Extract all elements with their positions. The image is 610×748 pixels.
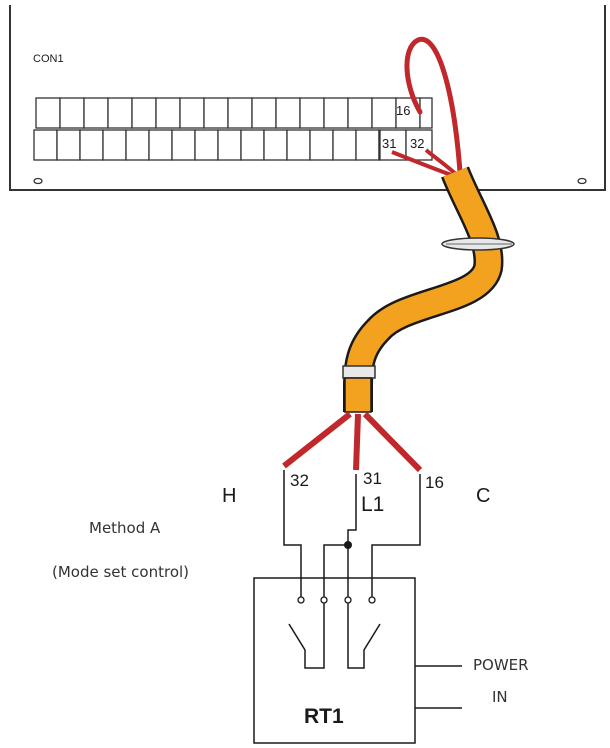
terminal-cell [131, 97, 157, 129]
terminal-cell [347, 97, 373, 129]
terminal-block [33, 97, 433, 161]
terminal-cell [171, 129, 196, 161]
terminal-cell [275, 97, 301, 129]
junction-dot [344, 541, 352, 549]
terminal-cell [355, 129, 380, 161]
terminal-cell [227, 97, 253, 129]
terminal-cell [102, 129, 127, 161]
rt1-terminal-4 [368, 596, 376, 604]
terminal-cell [79, 129, 104, 161]
rt1-box [253, 577, 416, 744]
power-in-label-2: IN [492, 688, 508, 706]
terminal-cell [251, 97, 277, 129]
switch-heat [288, 603, 325, 669]
red-jumper-loop [404, 36, 463, 175]
wire-16-label: 16 [425, 473, 444, 492]
wire-32-to-rt1 [283, 470, 302, 597]
orange-cable [345, 167, 501, 412]
panel-screw-right [577, 177, 587, 185]
terminal-cell [323, 97, 349, 129]
red-wire-16 [362, 411, 423, 473]
terminal-cell [309, 129, 334, 161]
cable-clamp [441, 237, 515, 251]
terminal-31-label: 31 [382, 136, 397, 151]
red-wire-32 [282, 411, 352, 469]
red-wire-31 [353, 413, 361, 471]
terminal-cell [203, 97, 229, 129]
terminal-cell [33, 129, 58, 161]
wire-31-label: 31 [363, 469, 382, 488]
terminal-32-label: 32 [410, 136, 425, 151]
terminal-cell [83, 97, 109, 129]
con1-title: CON1 [33, 53, 64, 65]
rt1-terminal-3 [344, 596, 352, 604]
terminal-cell [107, 97, 133, 129]
wire-31-to-rt1 [323, 474, 357, 597]
terminal-cell [59, 97, 85, 129]
panel-enclosure [9, 5, 606, 191]
cable-end-sleeve [342, 365, 376, 413]
terminal-cell [217, 129, 242, 161]
terminal-cell [155, 97, 181, 129]
terminal-cell [56, 129, 81, 161]
terminal-cell [240, 129, 265, 161]
rt1-terminal-2 [320, 596, 328, 604]
wire-16-to-rt1 [371, 474, 421, 597]
terminal-cell [194, 129, 219, 161]
terminal-cell [179, 97, 205, 129]
terminal-16-label: 16 [396, 103, 411, 118]
rt1-terminal-1 [297, 596, 305, 604]
method-subtitle: (Mode set control) [52, 563, 190, 581]
terminal-row-upper [35, 97, 433, 129]
red-wire-from-31 [391, 150, 455, 178]
wire-32-label: 32 [290, 471, 309, 490]
rt1-label: RT1 [304, 705, 344, 728]
label-l1: L1 [361, 493, 385, 516]
panel-screw-left [33, 177, 43, 185]
method-title: Method A [89, 519, 161, 537]
terminal-cell [405, 129, 433, 161]
terminal-cell [299, 97, 325, 129]
label-h: H [222, 485, 237, 507]
terminal-cell [371, 97, 397, 129]
terminal-cell [35, 97, 61, 129]
label-c: C [476, 485, 491, 507]
terminal-cell [263, 129, 288, 161]
terminal-cell [125, 129, 150, 161]
terminal-cell [332, 129, 357, 161]
terminal-cell [148, 129, 173, 161]
terminal-cell [286, 129, 311, 161]
power-in-label-1: POWER [473, 656, 529, 674]
switch-cool [347, 603, 381, 669]
terminal-row-lower [33, 129, 433, 161]
